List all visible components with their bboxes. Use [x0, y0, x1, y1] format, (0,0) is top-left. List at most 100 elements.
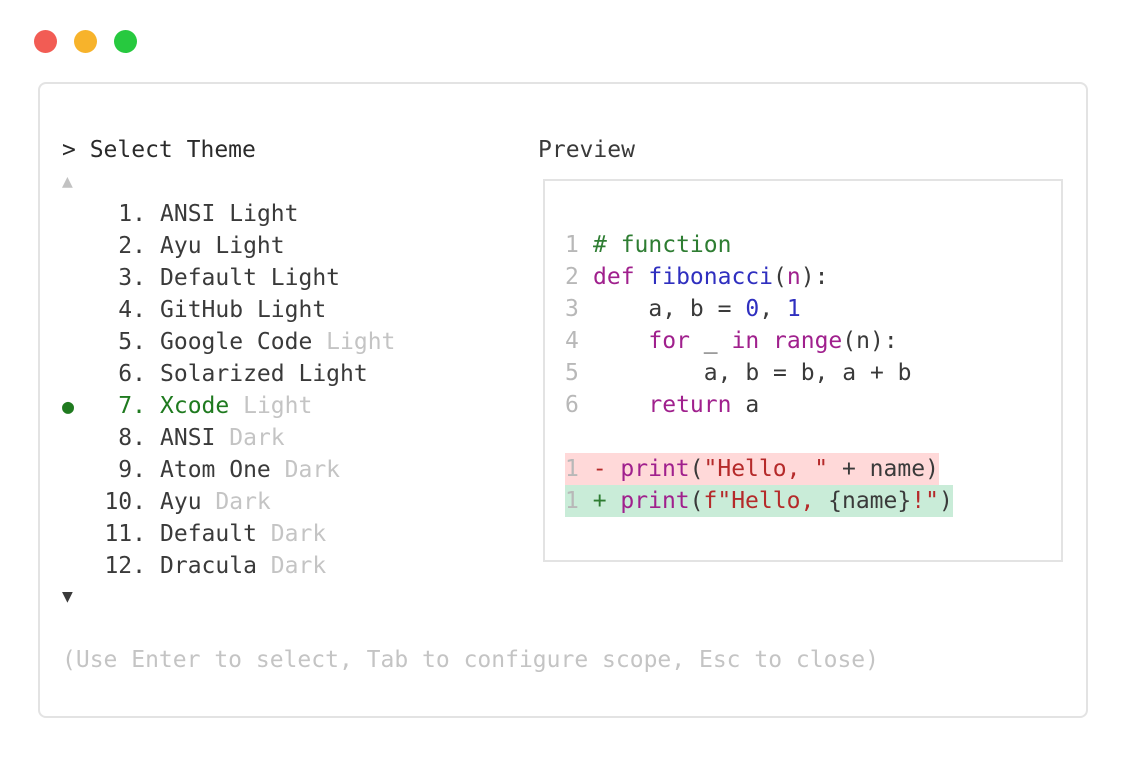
- code-token: +: [578, 488, 621, 514]
- theme-item-name: Solarized: [160, 361, 299, 387]
- scroll-down-arrow-icon[interactable]: ▼: [62, 586, 73, 607]
- code-token: for: [648, 328, 690, 354]
- theme-item[interactable]: 4.GitHub Light: [62, 294, 395, 326]
- code-line: 5 a, b = b, a + b: [565, 357, 953, 389]
- code-line: 1# function: [565, 229, 953, 261]
- theme-item-number: 4.: [118, 297, 146, 323]
- code-token: ,: [759, 296, 787, 322]
- line-number: 4: [565, 328, 579, 354]
- code-token: print: [620, 488, 690, 514]
- code-line: 1 + print(f"Hello, {name}!"): [565, 485, 953, 517]
- code-token: "Hello, ": [703, 456, 829, 482]
- code-token: def: [593, 264, 649, 290]
- theme-item-variant: Dark: [270, 553, 327, 579]
- code-token: ):: [800, 264, 829, 290]
- theme-item-number: 10.: [104, 489, 146, 515]
- code-token: a, b = b, a + b: [593, 360, 912, 386]
- theme-item[interactable]: 12.Dracula Dark: [62, 550, 395, 582]
- scroll-up-arrow-icon[interactable]: ▲: [62, 171, 73, 192]
- theme-item-variant: Dark: [284, 457, 341, 483]
- code-token: fibonacci: [648, 264, 774, 290]
- theme-item-number: 6.: [118, 361, 146, 387]
- theme-item-number: 5.: [118, 329, 146, 355]
- theme-item[interactable]: 10. Ayu Dark: [62, 486, 395, 518]
- theme-item-variant: Light: [326, 329, 396, 355]
- maximize-window-button[interactable]: [114, 30, 137, 53]
- theme-item[interactable]: 11.Default Dark: [62, 518, 395, 550]
- code-line: 4 for _ in range(n):: [565, 325, 953, 357]
- code-line: 3 a, b = 0, 1: [565, 293, 953, 325]
- diff-removed-line: 1 - print("Hello, " + name): [565, 453, 939, 485]
- code-token: (: [689, 456, 704, 482]
- code-token: (: [773, 264, 787, 290]
- theme-item-number: 7.: [118, 393, 146, 419]
- theme-item-name: Google Code: [160, 329, 327, 355]
- code-token: ): [938, 488, 953, 514]
- code-token: in: [731, 328, 760, 354]
- theme-item[interactable]: 3. Default Light: [62, 262, 395, 294]
- minimize-window-button[interactable]: [74, 30, 97, 53]
- line-number: 2: [565, 264, 579, 290]
- theme-item-variant: Dark: [270, 521, 327, 547]
- theme-item-variant: Light: [229, 201, 299, 227]
- line-number: 6: [565, 392, 579, 418]
- code-token: [593, 392, 648, 418]
- theme-item-number: 8.: [118, 425, 146, 451]
- code-line: 1 - print("Hello, " + name): [565, 453, 953, 485]
- theme-item-variant: Light: [270, 265, 341, 291]
- theme-item-variant: Light: [243, 393, 313, 419]
- theme-item-number: 3.: [118, 265, 146, 291]
- theme-item[interactable]: 2. Ayu Light: [62, 230, 395, 262]
- close-window-button[interactable]: [34, 30, 57, 53]
- code-token: return: [648, 392, 732, 418]
- code-line: [565, 421, 953, 453]
- theme-item-variant: Dark: [215, 489, 271, 515]
- code-token: [593, 328, 648, 354]
- theme-item-variant: Light: [256, 297, 327, 323]
- theme-item-name: Default: [160, 521, 271, 547]
- theme-item-number: 9.: [118, 457, 146, 483]
- line-number: 5: [565, 360, 579, 386]
- line-number: 3: [565, 296, 579, 322]
- code-token: 0: [745, 296, 760, 322]
- theme-item-name: Ayu: [160, 489, 216, 515]
- code-token: [759, 328, 773, 354]
- theme-item[interactable]: ●7.Xcode Light: [62, 390, 395, 422]
- theme-item-variant: Dark: [229, 425, 285, 451]
- code-token: a, b =: [593, 296, 746, 322]
- code-token: # function: [593, 232, 732, 258]
- theme-item-name: Default: [160, 265, 271, 291]
- diff-added-line: 1 + print(f"Hello, {name}!"): [565, 485, 953, 517]
- code-token: + name): [828, 456, 939, 482]
- theme-item[interactable]: 8. ANSI Dark: [62, 422, 395, 454]
- code-token: n: [786, 264, 801, 290]
- theme-item-name: Dracula: [160, 553, 271, 579]
- help-text: (Use Enter to select, Tab to configure s…: [62, 647, 879, 673]
- theme-item[interactable]: 9. Atom One Dark: [62, 454, 395, 486]
- code-token: f"Hello,: [703, 488, 829, 514]
- code-token: (n):: [842, 328, 898, 354]
- preview-label: Preview: [538, 137, 635, 163]
- code-token: {name}: [828, 488, 912, 514]
- theme-item-name: Atom One: [160, 457, 285, 483]
- line-number: 1: [565, 488, 579, 514]
- code-token: print: [620, 456, 690, 482]
- theme-item[interactable]: 6.Solarized Light: [62, 358, 395, 390]
- theme-item-variant: Light: [215, 233, 285, 259]
- theme-dialog: > Select Theme ▲ 1.ANSI Light 2. Ayu Light…: [38, 82, 1088, 718]
- theme-item-name: Ayu: [160, 233, 216, 259]
- dialog-title: > Select Theme: [62, 137, 256, 163]
- theme-item[interactable]: 1.ANSI Light: [62, 198, 395, 230]
- selected-marker-icon: ●: [62, 394, 75, 418]
- code-token: 1: [786, 296, 801, 322]
- theme-item-name: ANSI: [160, 425, 230, 451]
- theme-item[interactable]: 5. Google Code Light: [62, 326, 395, 358]
- line-number: 1: [565, 456, 579, 482]
- code-token: _: [689, 328, 732, 354]
- theme-item-number: 2.: [118, 233, 146, 259]
- code-line: 2 def fibonacci(n):: [565, 261, 953, 293]
- code-token: !": [911, 488, 939, 514]
